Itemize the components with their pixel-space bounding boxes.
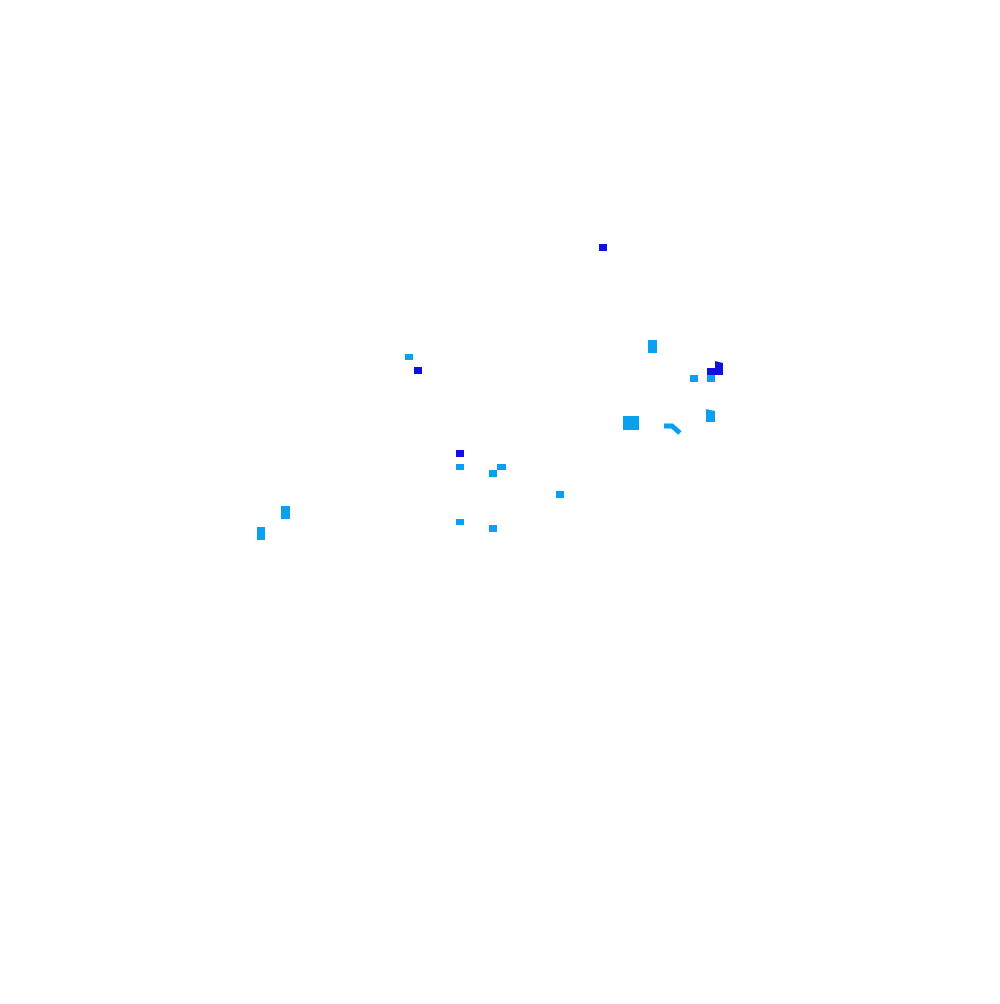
map-marker-light xyxy=(664,423,682,435)
map-marker-light xyxy=(405,354,413,360)
map-marker-dark xyxy=(599,244,607,251)
map-marker-light xyxy=(489,525,497,532)
map-marker-light xyxy=(707,375,715,382)
map-marker-light xyxy=(690,375,698,382)
map-marker-light xyxy=(556,491,564,498)
map-marker-light xyxy=(706,409,715,422)
map-marker-dark xyxy=(456,450,464,457)
map-marker-light xyxy=(456,519,464,525)
map-marker-dark xyxy=(414,367,422,374)
map-marker-light xyxy=(648,340,657,353)
map-marker-light xyxy=(257,527,265,540)
map-marker-light xyxy=(623,416,639,430)
map-marker-dark xyxy=(707,361,723,375)
map-marker-light xyxy=(497,464,506,470)
map-marker-light xyxy=(281,506,290,519)
map-marker-light xyxy=(489,470,497,477)
map-marker-light xyxy=(456,464,464,470)
